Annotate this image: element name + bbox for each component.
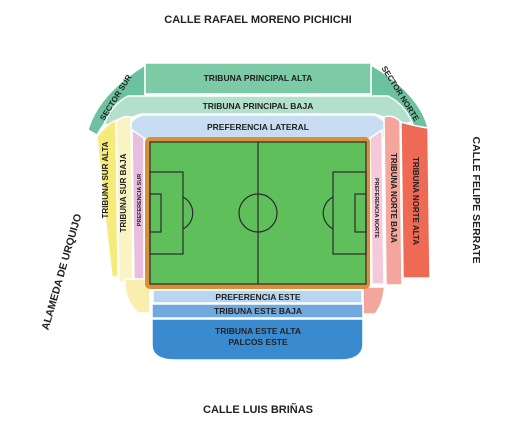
- corner-sw: [124, 278, 151, 314]
- tribuna-sur-baja[interactable]: [115, 115, 134, 283]
- corner-se: [362, 280, 386, 315]
- tribuna-norte-alta[interactable]: [400, 120, 431, 279]
- tribuna-norte-baja[interactable]: [383, 115, 403, 286]
- preferencia-norte[interactable]: [369, 128, 385, 285]
- label-preferencia-este: PREFERENCIA ESTE: [215, 292, 301, 302]
- tribuna-principal-alta[interactable]: [144, 62, 372, 95]
- label-palcos-este: PALCOS ESTE: [228, 337, 288, 347]
- label-tribuna-este-baja: TRIBUNA ESTE BAJA: [214, 306, 302, 316]
- street-right: CALLE FELIPE SERRATE: [470, 136, 482, 264]
- preferencia-este[interactable]: [152, 289, 363, 304]
- label-tribuna-este-alta: TRIBUNA ESTE ALTA: [215, 326, 301, 336]
- label-tribuna-principal-baja: TRIBUNA PRINCIPAL BAJA: [203, 101, 314, 111]
- label-tribuna-principal-alta: TRIBUNA PRINCIPAL ALTA: [204, 73, 313, 83]
- label-preferencia-lateral: PREFERENCIA LATERAL: [207, 122, 309, 132]
- street-top: CALLE RAFAEL MORENO PICHICHI: [164, 14, 352, 26]
- tribuna-este-baja[interactable]: [151, 303, 364, 319]
- tribuna-este-alta[interactable]: [151, 318, 364, 361]
- tribuna-principal-baja[interactable]: [102, 95, 414, 129]
- label-tribuna-norte-alta: TRIBUNA NORTE ALTA: [411, 157, 420, 245]
- pitch-markings: [149, 142, 367, 284]
- label-tribuna-norte-baja: TRIBUNA NORTE BAJA: [389, 153, 398, 243]
- label-tribuna-sur-baja: TRIBUNA SUR BAJA: [119, 153, 128, 232]
- label-tribuna-sur-alta: TRIBUNA SUR ALTA: [101, 141, 110, 218]
- label-preferencia-norte: PREFERENCIA NORTE: [373, 178, 379, 238]
- tribuna-sur-alta[interactable]: [96, 118, 119, 278]
- street-bottom: CALLE LUIS BRIÑAS: [203, 404, 313, 416]
- label-preferencia-sur: PREFERENCIA SUR: [137, 174, 143, 226]
